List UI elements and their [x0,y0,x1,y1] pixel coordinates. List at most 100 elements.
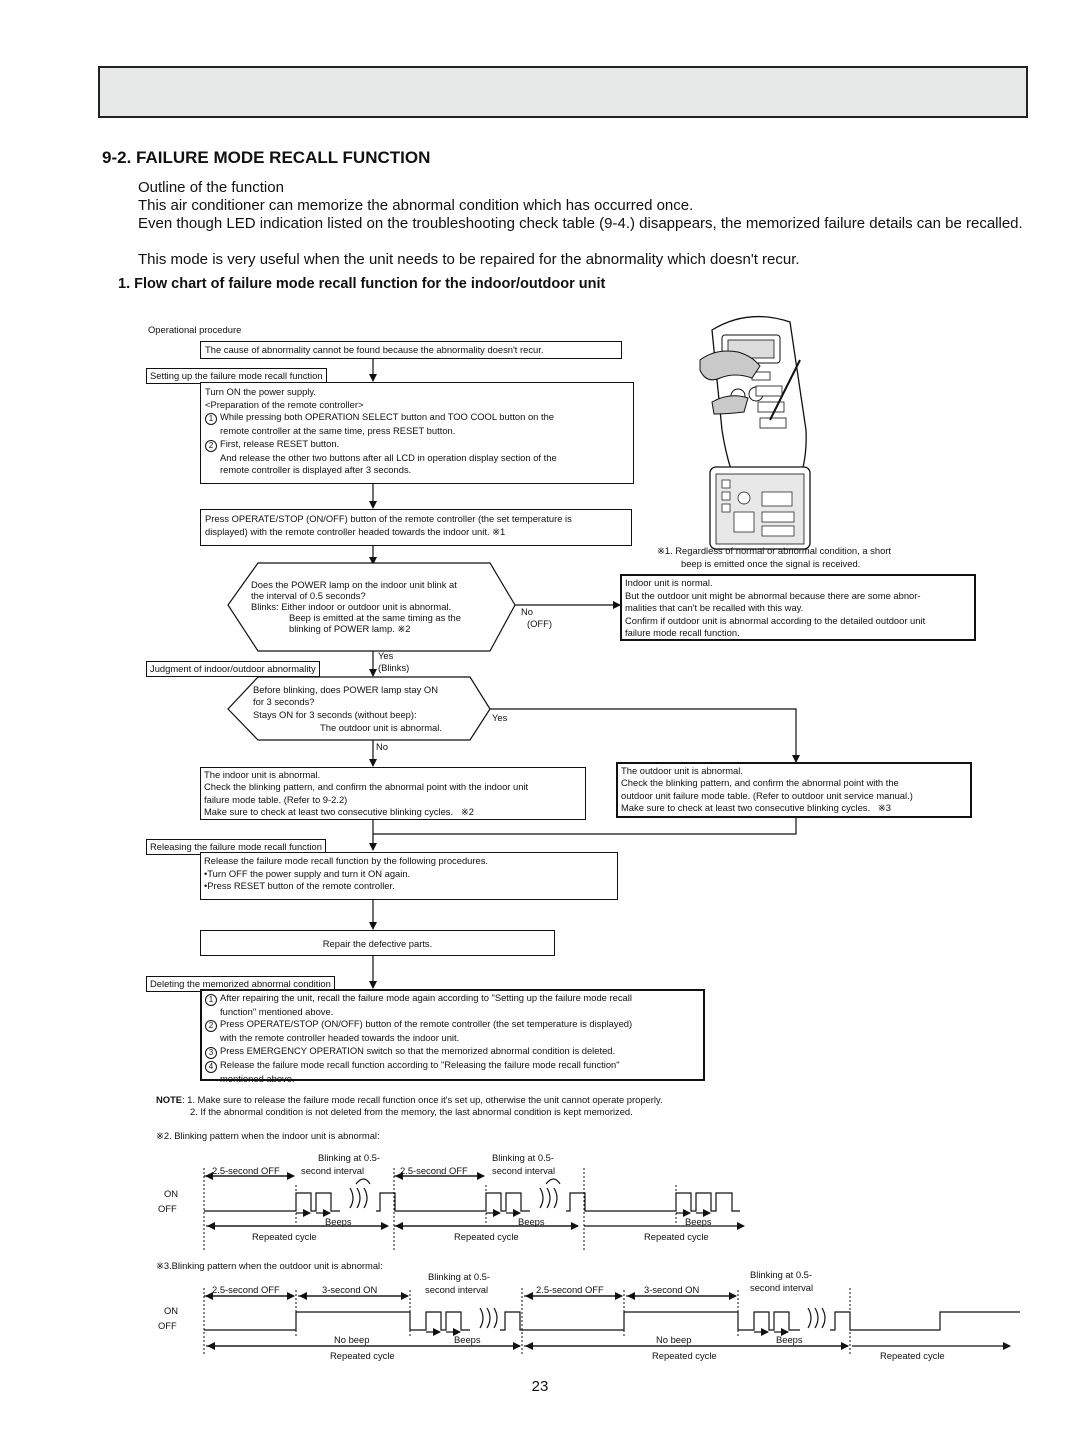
indoor-normal-d: Confirm if outdoor unit is abnormal acco… [625,614,926,626]
decision1-line-e: blinking of POWER lamp. ※2 [289,623,410,636]
yes-label: Yes [378,650,394,661]
indoor-normal-b: But the outdoor unit might be abnormal b… [625,589,921,601]
outdoor-blink-label-a-1: Blinking at 0.5- [428,1271,491,1282]
press-line-2: displayed) with the remote controller he… [205,526,627,539]
decision-power-lamp-stay-on [227,676,491,741]
footnote-1-b: beep is emitted once the signal is recei… [681,558,861,569]
intro-line-3: This mode is very useful when the unit n… [138,251,800,268]
outdoor-abnormal-b: Check the blinking pattern, and confirm … [621,777,899,789]
indoor-blink-label-b-2: second interval [492,1165,556,1176]
delete-number-2: 2 [205,1020,217,1033]
press-operate-box: Press OPERATE/STOP (ON/OFF) button of th… [200,509,632,546]
outdoor-abnormal-box: The outdoor unit is abnormal. Check the … [616,762,972,818]
indoor-beeps-3: Beeps [685,1216,712,1227]
press-line-2-text: displayed) with the remote controller he… [205,525,490,537]
indoor-on-label: ON [164,1188,179,1199]
delete-number-3: 3 [205,1046,217,1059]
indoor-beeps-2: Beeps [518,1216,545,1227]
indoor-repeated-2: Repeated cycle [454,1231,519,1242]
decision2-line-c: Stays ON for 3 seconds (without beep): [253,709,417,720]
outdoor-abnormal-d: Make sure to check at least two consecut… [621,802,967,814]
setup-step-2-text: First, release RESET button. [220,437,340,449]
outdoor-blink-label-a-2: Blinking at 0.5- [750,1269,813,1280]
blinks-label: (Blinks) [378,662,410,673]
indoor-normal-box: Indoor unit is normal. But the outdoor u… [620,574,976,641]
step-number-2: 2 [205,439,217,452]
delete-step-1-text: After repairing the unit, recall the fai… [220,992,632,1003]
intro-line-2: Even though LED indication listed on the… [138,215,1023,232]
operational-procedure-label: Operational procedure [148,324,242,335]
decision2-line-a: Before blinking, does POWER lamp stay ON [253,684,438,695]
delete-number-4: 4 [205,1060,217,1073]
indoor-abnormal-c: failure mode table. (Refer to 9-2.2) [204,793,348,805]
indoor-normal-c: malities that can't be recalled with thi… [625,602,804,614]
outdoor-beeps-1: Beeps [454,1334,481,1345]
indoor-off-label-1: 2.5-second OFF [212,1165,280,1176]
outdoor-on-label: ON [164,1305,179,1316]
timing-diagram-indoor [204,1172,745,1230]
timing-outdoor-caption: ※3.Blinking pattern when the outdoor uni… [156,1260,383,1271]
indoor-normal-e: failure mode recall function. [625,627,740,639]
setup-line-2: <Preparation of the remote controller> [205,398,364,410]
note-label: NOTE [156,1094,183,1105]
indoor-off-axis-label: OFF [158,1203,177,1214]
delete-step-4-cont: mentioned above. [220,1072,295,1084]
ref-note-1: ※1 [492,525,506,537]
repair-box: Repair the defective parts. [200,930,555,956]
yes2-label: Yes [492,712,508,723]
release-c: •Press RESET button of the remote contro… [204,880,395,892]
flowchart-heading: 1. Flow chart of failure mode recall fun… [118,276,606,292]
setup-line-1: Turn ON the power supply. [205,386,316,397]
ref-note-3: ※3 [877,802,891,814]
indoor-abnormal-d-text: Make sure to check at least two consecut… [204,806,454,818]
page-number: 23 [531,1378,549,1395]
timing-diagram-indoor-guides [203,1168,677,1250]
delete-number-1: 1 [205,994,217,1006]
setup-box: Turn ON the power supply. <Preparation o… [200,382,634,484]
indoor-blink-label-b-1: second interval [301,1165,365,1176]
outdoor-repeated-3: Repeated cycle [880,1350,945,1361]
outdoor-no-beep-1: No beep [334,1334,370,1345]
indoor-blink-label-a-2: Blinking at 0.5- [492,1152,555,1163]
merge-line [373,818,797,835]
indoor-abnormal-d: Make sure to check at least two consecut… [204,806,582,818]
setup-step-1-text: While pressing both OPERATION SELECT but… [220,411,555,422]
timing-indoor-caption: ※2. Blinking pattern when the indoor uni… [156,1130,380,1141]
intro-line-1: This air conditioner can memorize the ab… [138,197,694,214]
indoor-abnormal-b: Check the blinking pattern, and confirm … [204,781,529,793]
intro-outline: Outline of the function [138,179,284,196]
remote-controller-illustration [699,315,807,512]
ref-note-2: ※2 [397,623,411,634]
note-1-text: : 1. Make sure to release the failure mo… [182,1094,663,1105]
decision2-line-d: The outdoor unit is abnormal. [320,722,442,733]
delete-step-3-text: Press EMERGENCY OPERATION switch so that… [220,1044,616,1056]
note-2: 2. If the abnormal condition is not dele… [190,1106,633,1117]
outdoor-abnormal-a: The outdoor unit is abnormal. [621,765,743,776]
outdoor-on3-label-1: 3-second ON [322,1284,378,1295]
indoor-normal-a: Indoor unit is normal. [625,577,713,588]
delete-step-2-text: Press OPERATE/STOP (ON/OFF) button of th… [220,1018,633,1030]
timing-diagram-outdoor [204,1292,1020,1350]
press-line-1: Press OPERATE/STOP (ON/OFF) button of th… [205,513,572,524]
lcd-display-illustration [709,466,811,550]
outdoor-abnormal-c: outdoor unit failure mode table. (Refer … [621,789,913,801]
off-label: (OFF) [527,618,552,629]
outdoor-beeps-2: Beeps [776,1334,803,1345]
decision1-line-a: Does the POWER lamp on the indoor unit b… [251,579,457,590]
outdoor-no-beep-2: No beep [656,1334,692,1345]
indoor-repeated-1: Repeated cycle [252,1231,317,1242]
outdoor-blink-label-b-1: second interval [425,1284,489,1295]
decision1-line-d: Beep is emitted at the same timing as th… [289,612,461,623]
outdoor-repeated-1: Repeated cycle [330,1350,395,1361]
step-number-1: 1 [205,413,217,425]
outdoor-abnormal-d-text: Make sure to check at least two consecut… [621,802,871,814]
indoor-blink-label-a-1: Blinking at 0.5- [318,1152,381,1163]
decision-power-lamp-blink [227,562,516,652]
release-box: Release the failure mode recall function… [200,852,618,900]
